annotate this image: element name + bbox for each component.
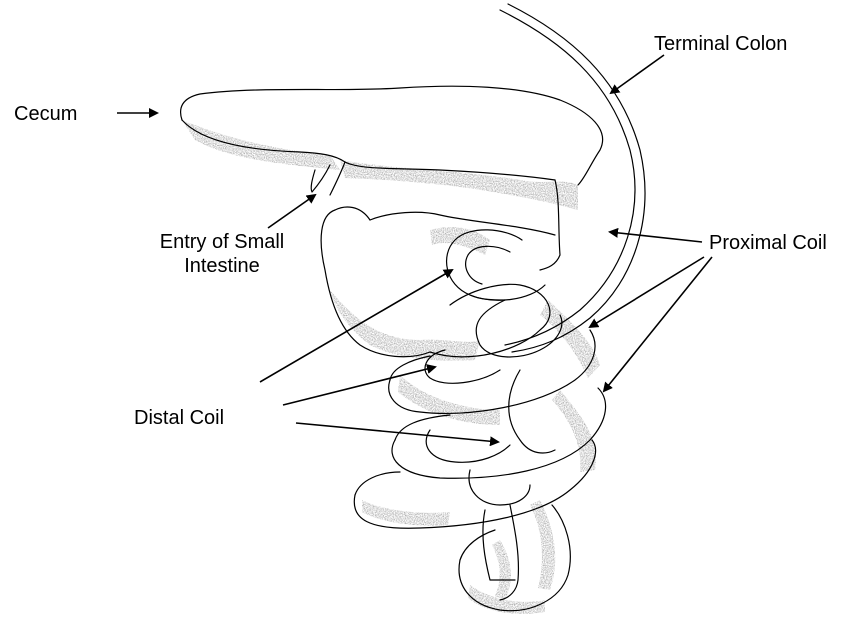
arrow-proximal-coil-2 — [590, 257, 704, 327]
label-entry-line1: Entry of Small — [135, 230, 309, 254]
arrow-proximal-coil-3 — [604, 257, 712, 391]
label-terminal-colon: Terminal Colon — [654, 32, 787, 56]
label-cecum: Cecum — [14, 102, 77, 126]
label-entry-small-intestine: Entry of Small Intestine — [135, 230, 309, 278]
arrow-entry-small-intestine — [268, 195, 315, 228]
shading — [182, 120, 600, 614]
label-proximal-coil: Proximal Coil — [709, 231, 827, 255]
arrow-distal-coil-1 — [260, 270, 452, 382]
label-entry-line2: Intestine — [135, 254, 309, 278]
label-distal-coil: Distal Coil — [134, 406, 224, 430]
arrow-proximal-coil-1 — [610, 232, 702, 242]
arrow-terminal-colon — [611, 55, 664, 93]
arrow-distal-coil-3 — [296, 423, 498, 442]
